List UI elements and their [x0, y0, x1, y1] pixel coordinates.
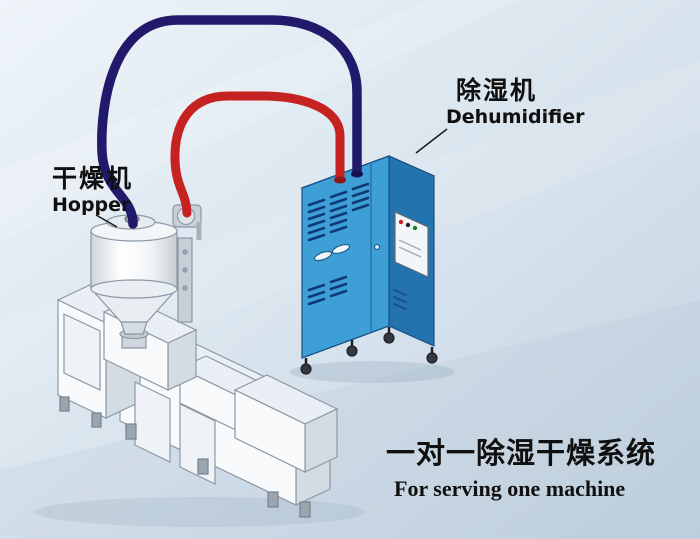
casters	[300, 327, 438, 375]
extruder-machine	[56, 283, 339, 518]
bracket-hole	[182, 249, 188, 255]
supply-air-pipe	[170, 91, 345, 218]
background-floor-shade	[0, 300, 700, 539]
vent-oval	[331, 243, 351, 255]
background-streak	[0, 0, 520, 240]
bracket-hole	[182, 285, 188, 291]
hopper-neck	[120, 321, 148, 335]
return-pipe-collar	[351, 170, 363, 178]
cabinet-shadow	[290, 361, 454, 383]
caption-en: For serving one machine	[394, 476, 625, 501]
side-vent-grille	[393, 289, 407, 310]
hopper-dryer	[90, 204, 202, 349]
control-panel	[394, 211, 429, 278]
hopper-body-bottom	[90, 279, 178, 299]
dehumidifier-label-cn: 除湿机	[456, 76, 537, 105]
panel-green-button	[412, 225, 418, 231]
panel-red-button	[398, 219, 404, 225]
machine-shadow	[35, 497, 365, 527]
labels: 除湿机 Dehumidifier 干燥机 Hopper 一对一除湿干燥系统 Fo…	[52, 76, 656, 501]
die-head-front	[234, 389, 306, 473]
dehumidifier-cabinet	[300, 155, 438, 375]
panel-display-line	[398, 246, 422, 258]
dryer-label-cn: 干燥机	[52, 164, 133, 193]
bracket-hole	[182, 267, 188, 273]
vent-grille	[307, 182, 370, 306]
hopper-stand-bracket	[177, 237, 193, 323]
hopper-pointer-line	[95, 214, 118, 228]
dryer-label-en: Hopper	[52, 194, 131, 216]
panel-display-line	[398, 239, 422, 251]
gearbox-door-panel	[63, 313, 101, 391]
return-air-pipe	[97, 15, 362, 229]
dehumidifier-pointer-line	[415, 128, 448, 154]
machine-feet	[59, 396, 311, 518]
caption-cn: 一对一除湿干燥系统	[386, 436, 656, 470]
supply-pipe-collar	[334, 176, 346, 184]
vent-oval	[313, 250, 333, 262]
panel-black-button	[405, 222, 411, 228]
door-handle	[373, 243, 381, 251]
dehumidifier-label-en: Dehumidifier	[446, 106, 585, 128]
